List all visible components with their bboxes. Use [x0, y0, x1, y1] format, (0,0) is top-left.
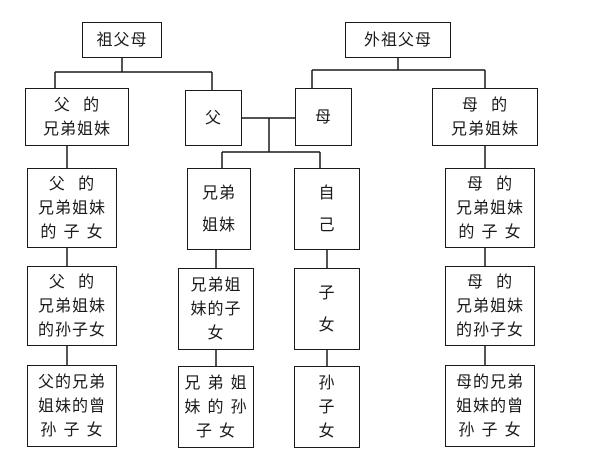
node-text: 的 子 女 [40, 222, 104, 241]
node-text: 己 [318, 215, 336, 234]
node-grandparents-maternal: 外祖父母 [345, 22, 451, 58]
node-text: 兄弟姐 [190, 275, 242, 294]
node-text: 兄弟姐妹 [42, 119, 111, 138]
node-mother-siblings-grandchildren: 母 的 兄弟姐妹 的孙子女 [445, 266, 535, 346]
node-text: 兄弟姐妹 [450, 119, 519, 138]
node-text: 母 的 [461, 95, 509, 114]
node-text: 的孙子女 [37, 320, 106, 339]
node-text: 兄弟姐妹 [37, 296, 106, 315]
node-text: 姐妹 [201, 215, 236, 234]
node-text: 女 [207, 323, 225, 342]
node-text: 妹 的 孙 [184, 397, 248, 416]
node-text: 兄 弟 姐 [184, 373, 248, 392]
node-text: 妹的子 [190, 299, 242, 318]
node-text: 父 [204, 108, 222, 127]
node-siblings-children: 兄弟姐 妹的子 女 [178, 268, 254, 350]
node-text: 母 [314, 107, 332, 126]
node-text: 的 子 女 [458, 222, 522, 241]
node-siblings-grandchildren: 兄 弟 姐 妹 的 孙 子 女 [178, 366, 254, 448]
node-text: 母 的 [466, 174, 514, 193]
node-text: 子 [318, 283, 336, 302]
node-text: 兄弟姐妹 [455, 296, 524, 315]
node-text: 兄弟姐妹 [37, 198, 106, 217]
node-text: 父 的 [48, 174, 96, 193]
node-text: 兄弟 [201, 183, 236, 202]
node-text: 祖父母 [96, 30, 148, 49]
node-text: 兄弟姐妹 [455, 198, 524, 217]
node-text: 母的兄弟 [455, 372, 524, 391]
node-mother-siblings-children: 母 的 兄弟姐妹 的 子 女 [445, 168, 535, 248]
node-text: 女 [318, 315, 336, 334]
node-mother: 母 [295, 88, 352, 146]
node-father-siblings-grandchildren: 父 的 兄弟姐妹 的孙子女 [27, 266, 117, 346]
node-text: 孙 子 女 [40, 420, 104, 439]
node-text: 孙 [318, 373, 336, 392]
node-text: 自 [318, 183, 336, 202]
node-text: 外祖父母 [363, 30, 432, 49]
node-father: 父 [185, 90, 242, 146]
node-mother-siblings: 母 的 兄弟姐妹 [432, 88, 538, 146]
node-text: 孙 子 女 [458, 420, 522, 439]
node-text: 的孙子女 [455, 320, 524, 339]
node-children: 子 女 [294, 268, 360, 350]
node-siblings: 兄弟 姐妹 [187, 168, 251, 250]
node-text: 母 的 [466, 272, 514, 291]
node-self: 自 己 [294, 168, 360, 250]
node-father-siblings-children: 父 的 兄弟姐妹 的 子 女 [27, 168, 117, 248]
node-grandparents-paternal: 祖父母 [82, 22, 162, 58]
node-text: 父的兄弟 [37, 372, 106, 391]
node-father-siblings: 父 的 兄弟姐妹 [25, 88, 129, 146]
node-text: 子 女 [195, 421, 237, 440]
node-mother-siblings-great-grandchildren: 母的兄弟 姐妹的曾 孙 子 女 [445, 365, 535, 447]
node-grandchildren: 孙 子 女 [294, 366, 360, 448]
node-text: 子 [318, 397, 336, 416]
node-father-siblings-great-grandchildren: 父的兄弟 姐妹的曾 孙 子 女 [27, 365, 117, 447]
node-text: 父 的 [53, 95, 101, 114]
node-text: 姐妹的曾 [455, 396, 524, 415]
node-text: 父 的 [48, 272, 96, 291]
node-text: 女 [318, 421, 336, 440]
node-text: 姐妹的曾 [37, 396, 106, 415]
